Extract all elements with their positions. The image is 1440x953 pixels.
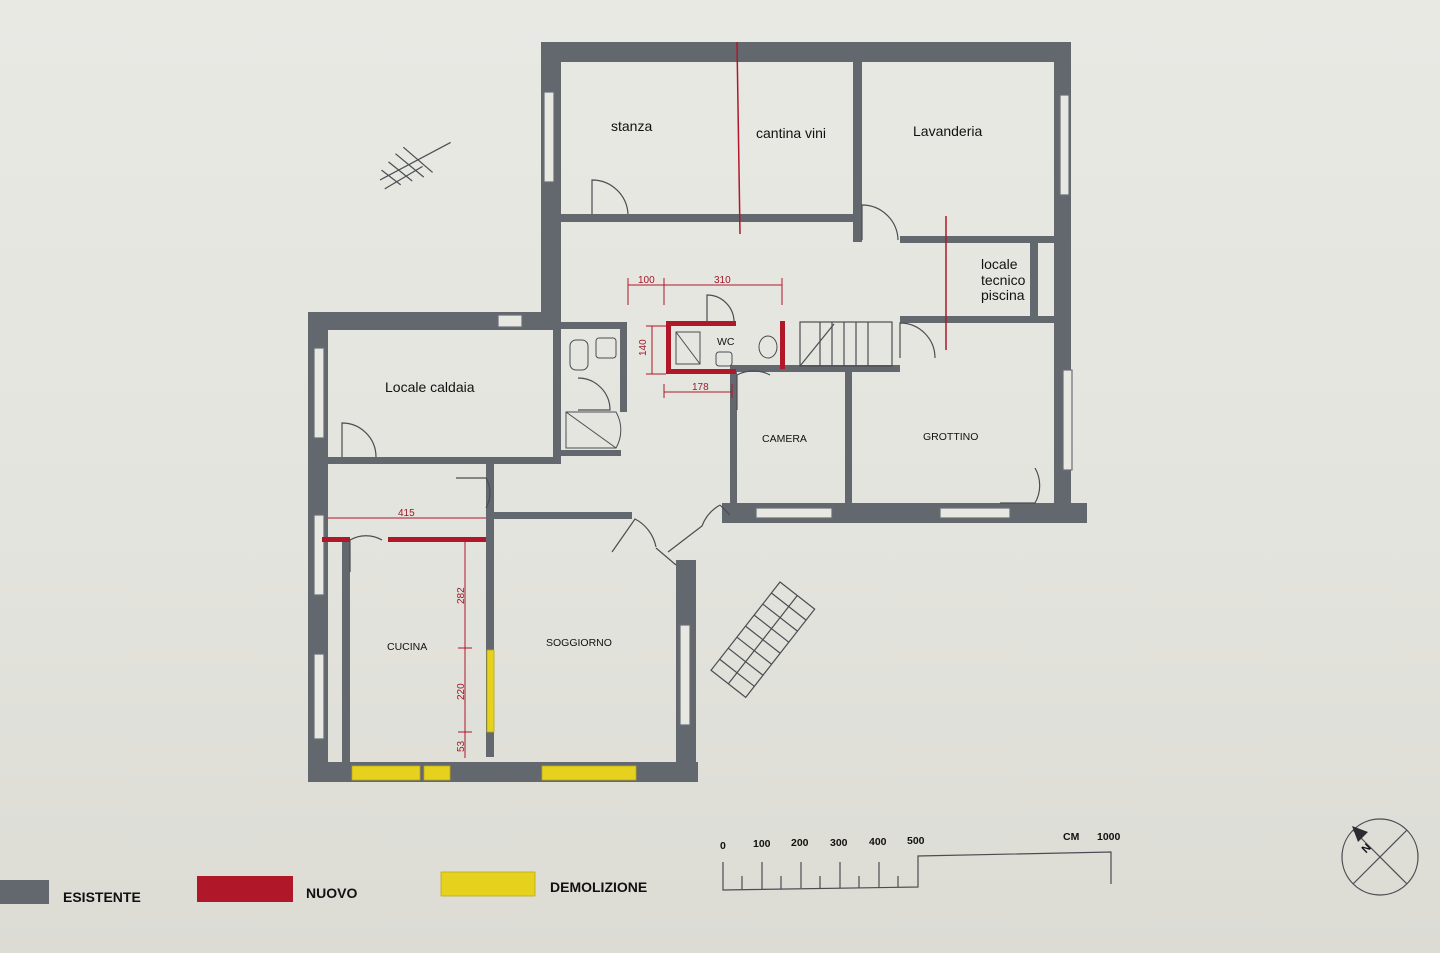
dim-140: 140: [638, 339, 649, 356]
scale-tick-500: 500: [907, 835, 925, 847]
room-cantina-vini: cantina vini: [756, 125, 826, 141]
room-cucina: CUCINA: [387, 641, 427, 653]
north-arrow-icon: [1341, 818, 1419, 896]
demolition-walls: [351, 649, 637, 781]
dim-415: 415: [398, 508, 415, 519]
stairs-external: [710, 581, 816, 699]
legend-swatch-new: [197, 876, 293, 902]
existing-walls: [308, 42, 1087, 782]
north-label: N: [1360, 842, 1374, 856]
scale-tick-100: 100: [753, 838, 771, 850]
legend-label-new: NUOVO: [306, 885, 357, 901]
legend-swatch-existing: [0, 880, 49, 904]
scale-tick-300: 300: [830, 837, 848, 849]
door-swings: [341, 179, 1041, 572]
scale-tick-400: 400: [869, 836, 887, 848]
legend-label-existing: ESISTENTE: [63, 889, 141, 905]
room-stanza: stanza: [611, 118, 652, 134]
room-locale-caldaia: Locale caldaia: [385, 379, 475, 395]
windows: [313, 91, 1073, 740]
room-wc: WC: [717, 336, 735, 348]
room-locale-tecnico-line2: tecnico: [981, 272, 1026, 288]
dim-310: 310: [714, 275, 731, 286]
room-locale-tecnico-line1: locale: [981, 256, 1018, 272]
legend-label-demolition: DEMOLIZIONE: [550, 879, 647, 895]
dim-53: 53: [456, 740, 467, 752]
dim-282: 282: [456, 587, 467, 604]
dim-100: 100: [638, 275, 655, 286]
room-camera: CAMERA: [762, 433, 807, 445]
legend-swatch-demolition: [440, 871, 536, 897]
dim-220: 220: [456, 683, 467, 700]
dim-178: 178: [692, 382, 709, 393]
stairs-internal: [799, 321, 893, 367]
room-grottino: GROTTINO: [923, 431, 978, 443]
new-walls: [322, 41, 947, 542]
legend: ESISTENTE NUOVO DEMOLIZIONE: [0, 871, 647, 905]
stairs-external-small: [379, 141, 451, 190]
room-soggiorno: SOGGIORNO: [546, 637, 612, 649]
scale-unit: CM: [1063, 831, 1080, 843]
dimension-lines: [328, 278, 783, 758]
scale-tick-200: 200: [791, 837, 809, 849]
bathroom-fixtures: [565, 331, 778, 449]
room-locale-tecnico-line3: piscina: [981, 287, 1025, 303]
room-lavanderia: Lavanderia: [913, 123, 982, 139]
scale-tick-0: 0: [720, 840, 726, 852]
scale-max: 1000: [1097, 831, 1121, 843]
scale-bar: [722, 851, 1112, 891]
